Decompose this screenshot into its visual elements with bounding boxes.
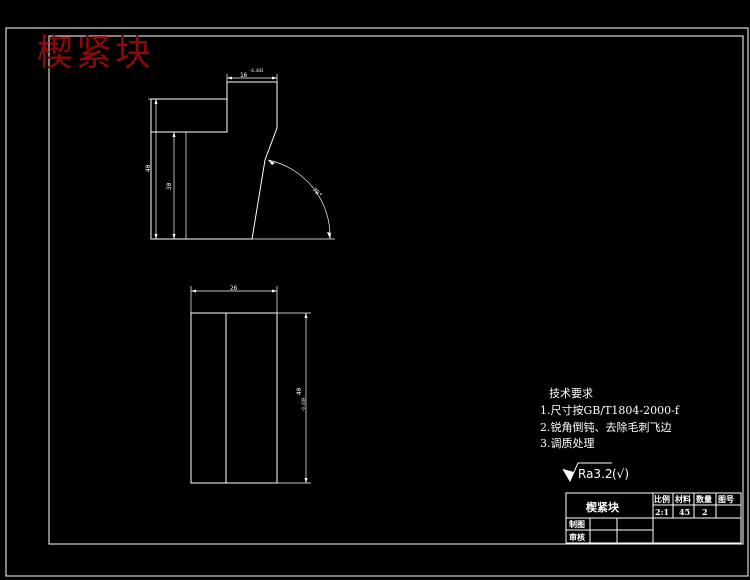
dim26-arrow-left (191, 289, 196, 293)
dim30-arrow-bottom (172, 234, 176, 239)
title-block: 楔紧块 比例 材料 数量 图号 2:1 45 2 制图 审核 (565, 492, 742, 544)
angle-arrow-end (327, 232, 331, 239)
front-view-outline (150, 81, 278, 240)
roughness-label: Ra3.2 (578, 467, 613, 481)
angle-arc (267, 159, 331, 240)
tb-header-scale: 比例 (654, 494, 670, 504)
tb-value-material: 45 (679, 507, 690, 517)
dim40-value: 40 (145, 164, 152, 172)
tb-drawn-label: 制图 (569, 519, 585, 529)
tb-header-drawing-no: 图号 (718, 494, 734, 504)
inner-frame (48, 35, 744, 545)
angle-arrow-start (268, 160, 275, 165)
tb-value-scale: 2:1 (655, 507, 669, 517)
overlay-title: 楔紧块 (37, 33, 155, 74)
dim30-value: 30 (166, 182, 173, 190)
depth-arrow-top (304, 313, 308, 318)
tech-req-item-1: 1.尺寸按GB/T1804-2000-f (540, 403, 680, 417)
dim40-arrow-top (154, 99, 158, 104)
angle-dim-text: 70° (311, 186, 324, 199)
tb-part-name: 楔紧块 (586, 500, 620, 514)
dim16-arrow-right (272, 76, 277, 80)
outer-frame (5, 27, 749, 577)
depth-arrow-bottom (304, 478, 308, 483)
dim40-arrow-bottom (154, 234, 158, 239)
top-view: 26 40 -0.039 (190, 285, 311, 484)
roughness-suffix: (√) (612, 467, 629, 481)
surface-finish: Ra3.2 (√) (562, 462, 629, 483)
tech-req-item-2: 2.锐角倒钝、去除毛刺飞边 (540, 420, 672, 434)
dim26-arrow-right (272, 289, 277, 293)
dim26-value: 26 (230, 285, 238, 292)
dim16-tolerance: -0.043 (249, 68, 264, 73)
front-view: 70° 16 -0.043 40 30 (145, 68, 335, 240)
tb-checked-label: 审核 (569, 532, 585, 542)
top-view-outline (190, 312, 278, 484)
depth-dim-value: 40 (296, 387, 303, 395)
tb-value-quantity: 2 (702, 507, 708, 517)
dim16-arrow-left (227, 76, 232, 80)
dim16-value: 16 (240, 72, 248, 79)
tb-header-quantity: 数量 (696, 494, 712, 504)
dim30-arrow-top (172, 132, 176, 137)
tech-requirements: 技术要求 1.尺寸按GB/T1804-2000-f 2.锐角倒钝、去除毛刺飞边 … (540, 387, 680, 450)
tech-req-heading: 技术要求 (549, 387, 593, 400)
roughness-fill-icon (563, 469, 574, 481)
depth-dim-tolerance: -0.039 (301, 397, 306, 412)
tb-header-material: 材料 (675, 494, 691, 504)
tech-req-item-3: 3.调质处理 (540, 437, 595, 450)
front-view-step (151, 99, 228, 133)
